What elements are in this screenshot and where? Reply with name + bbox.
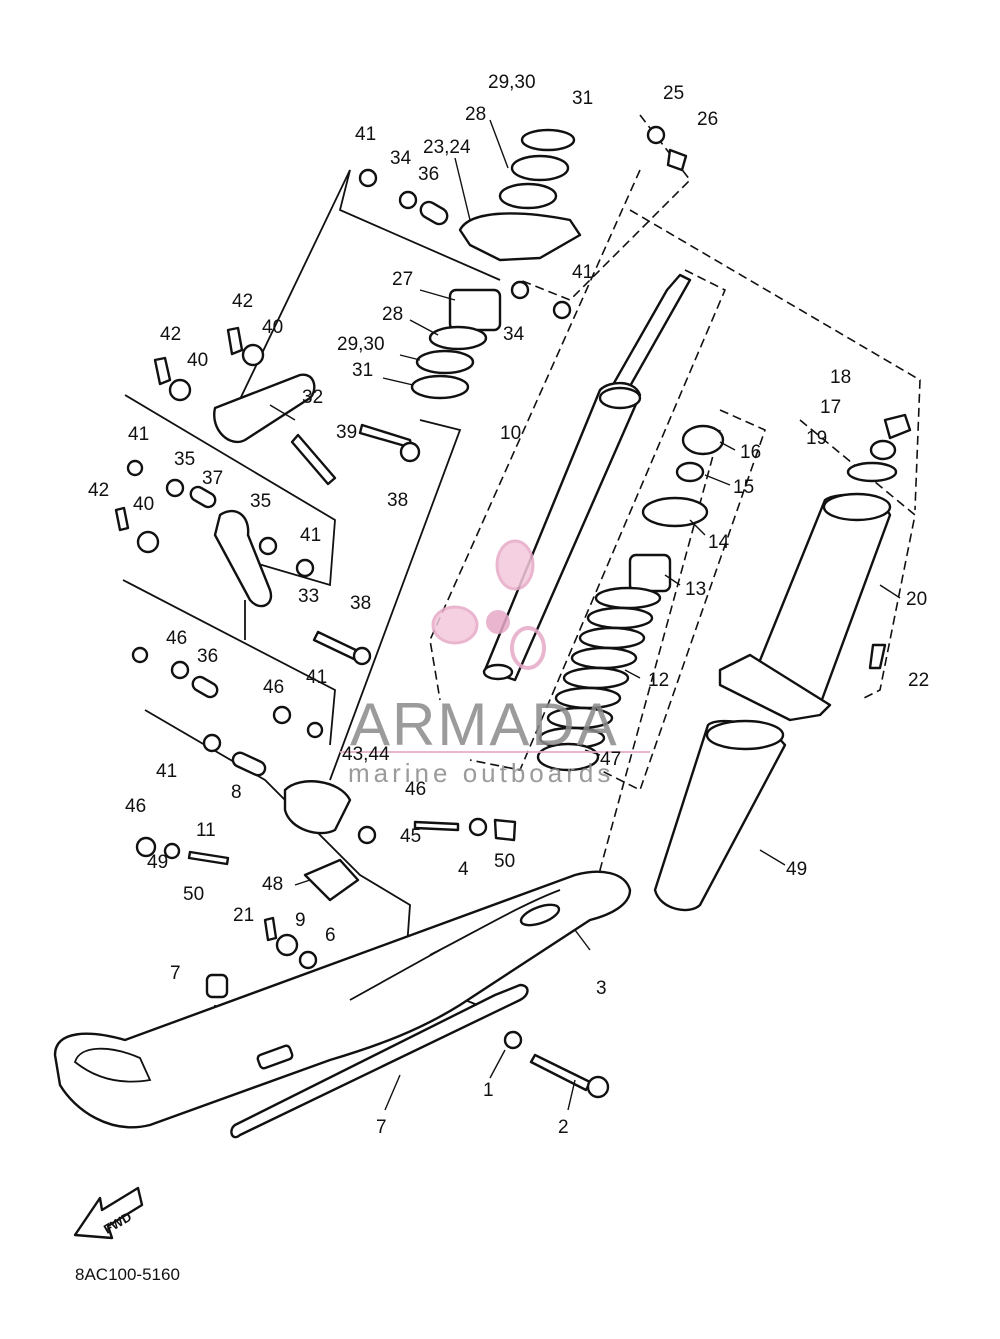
callout-46: 46 (166, 628, 187, 649)
callout-42: 42 (88, 480, 109, 501)
shock-absorber (482, 273, 692, 682)
callout-39: 39 (336, 422, 357, 443)
callout-11: 11 (196, 820, 216, 841)
callout-17: 17 (820, 397, 841, 418)
callout-49: 49 (147, 852, 168, 873)
watermark: ARMADA marine outboards (340, 539, 650, 788)
callout-8: 8 (231, 782, 242, 803)
watermark-brand: ARMADA (350, 691, 619, 758)
callout-46: 46 (263, 677, 284, 698)
callout-37: 37 (202, 468, 223, 489)
watermark-tagline: marine outboards (348, 758, 614, 788)
callout-19: 19 (806, 428, 827, 449)
callout-25: 25 (663, 83, 684, 104)
callout-50: 50 (183, 884, 204, 905)
callout-33: 33 (298, 586, 319, 607)
callout-49: 49 (786, 859, 807, 880)
callout-34: 34 (390, 148, 412, 169)
callout-3: 3 (596, 978, 607, 999)
callout-7: 7 (170, 963, 181, 984)
shock-boot (653, 413, 912, 912)
callout-27: 27 (392, 269, 413, 290)
diagram-code: 8AC100-5160 (75, 1265, 180, 1284)
callout-34: 34 (503, 324, 525, 345)
callout-46: 46 (125, 796, 146, 817)
callout-10: 10 (500, 423, 521, 444)
forward-arrow-icon: FWD (73, 1186, 144, 1240)
callout-28: 28 (465, 104, 486, 125)
callout-46: 46 (405, 779, 426, 800)
callout-7: 7 (376, 1117, 387, 1138)
callout-41: 41 (128, 424, 149, 445)
callout-40: 40 (133, 494, 154, 515)
callout-9: 9 (295, 910, 306, 931)
callout-13: 13 (685, 579, 706, 600)
callout-41: 41 (300, 525, 321, 546)
callout-23-24: 23,24 (423, 137, 471, 158)
callout-29-30: 29,30 (488, 72, 536, 93)
callout-29-30: 29,30 (337, 334, 385, 355)
upper-mount (410, 125, 688, 400)
wear-bar (230, 983, 529, 1139)
callout-40: 40 (187, 350, 208, 371)
callout-20: 20 (906, 589, 927, 610)
callout-40: 40 (262, 317, 283, 338)
spring-assembly (536, 424, 725, 772)
callout-12: 12 (648, 670, 669, 691)
callout-18: 18 (830, 367, 851, 388)
callout-48: 48 (262, 874, 283, 895)
callout-6: 6 (325, 925, 336, 946)
callout-2: 2 (558, 1117, 569, 1138)
callout-41: 41 (306, 667, 327, 688)
callout-16: 16 (740, 442, 761, 463)
callout-35: 35 (174, 449, 195, 470)
callout-38: 38 (387, 490, 408, 511)
callout-36: 36 (418, 164, 439, 185)
callout-47: 47 (600, 749, 621, 770)
callout-50: 50 (494, 851, 515, 872)
callout-35: 35 (250, 491, 271, 512)
linkage (213, 373, 316, 608)
callout-21: 21 (233, 905, 254, 926)
callout-45: 45 (400, 826, 421, 847)
callout-43-44: 43,44 (342, 744, 390, 765)
callout-41: 41 (156, 761, 177, 782)
leader-lines (269, 119, 901, 1111)
callout-14: 14 (708, 532, 730, 553)
callout-26: 26 (697, 109, 718, 130)
callout-42: 42 (160, 324, 181, 345)
callout-31: 31 (572, 88, 593, 109)
callout-42: 42 (232, 291, 253, 312)
callout-36: 36 (197, 646, 218, 667)
ski (53, 870, 632, 1129)
callout-38: 38 (350, 593, 371, 614)
callout-22: 22 (908, 670, 929, 691)
hardware (114, 168, 572, 1050)
propeller-logo-icon (431, 539, 546, 670)
callout-32: 32 (302, 387, 323, 408)
callout-4: 4 (458, 859, 469, 880)
callout-1: 1 (483, 1080, 494, 1101)
callout-28: 28 (382, 304, 403, 325)
callout-41: 41 (572, 262, 593, 283)
callout-15: 15 (733, 477, 754, 498)
callout-31: 31 (352, 360, 373, 381)
callout-41: 41 (355, 124, 376, 145)
